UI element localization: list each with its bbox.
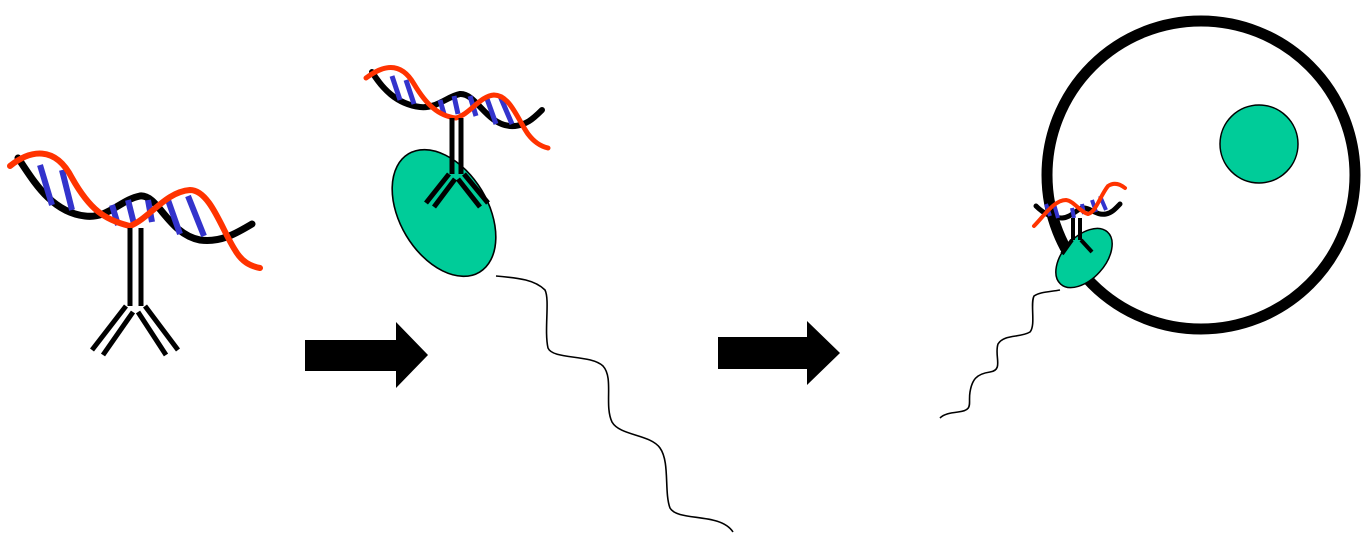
- antibody-icon: [424, 118, 490, 209]
- panel-dna-antibody-complex: [7, 150, 263, 357]
- right-arrow-icon: [718, 321, 840, 385]
- egg-nucleus: [1219, 104, 1299, 184]
- sperm-tail: [495, 275, 734, 533]
- antibody-icon: [1060, 218, 1094, 256]
- sperm-icon: [391, 148, 734, 533]
- dna-helix-icon: [1032, 181, 1127, 228]
- dna-helix-icon: [363, 65, 551, 151]
- sperm-tail: [939, 289, 1061, 419]
- sperm-icon: [939, 227, 1113, 419]
- sperm-head: [391, 148, 497, 278]
- panel-complex-bound-to-sperm: [363, 65, 734, 533]
- egg-cell-icon: [1041, 15, 1361, 335]
- antibody-icon: [90, 228, 180, 357]
- right-arrow-icon: [305, 322, 428, 388]
- dna-helix-icon: [7, 150, 263, 271]
- panel-sperm-entering-egg: [939, 15, 1361, 419]
